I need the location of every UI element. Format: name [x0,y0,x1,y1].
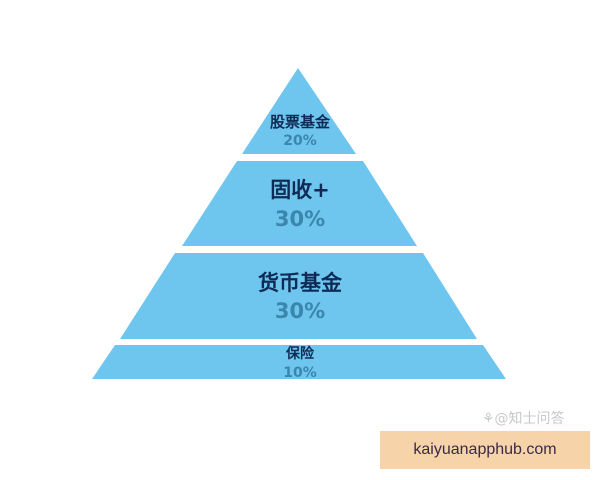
layer-label-money-funds: 货币基金 [258,271,342,295]
pyramid-layer-money-funds [120,253,477,339]
layer-percent-money-funds: 30% [274,299,326,323]
layer-percent-stocks: 20% [283,133,317,149]
banner-text: kaiyuanapphub.com [413,441,557,458]
layer-percent-insurance: 10% [283,365,317,381]
pyramid-layer-stocks [242,68,356,154]
layer-label-insurance: 保险 [286,346,314,362]
layer-percent-fixed-income-plus: 30% [274,207,326,231]
pyramid-layer-fixed-income-plus [182,161,417,246]
layer-label-stocks: 股票基金 [269,113,330,131]
pyramid-layer-insurance [92,345,506,379]
layer-label-fixed-income-plus: 固收+ [270,178,330,202]
watermark: ⚘@知士问答 [482,411,565,427]
site-banner: kaiyuanapphub.com [380,431,590,469]
